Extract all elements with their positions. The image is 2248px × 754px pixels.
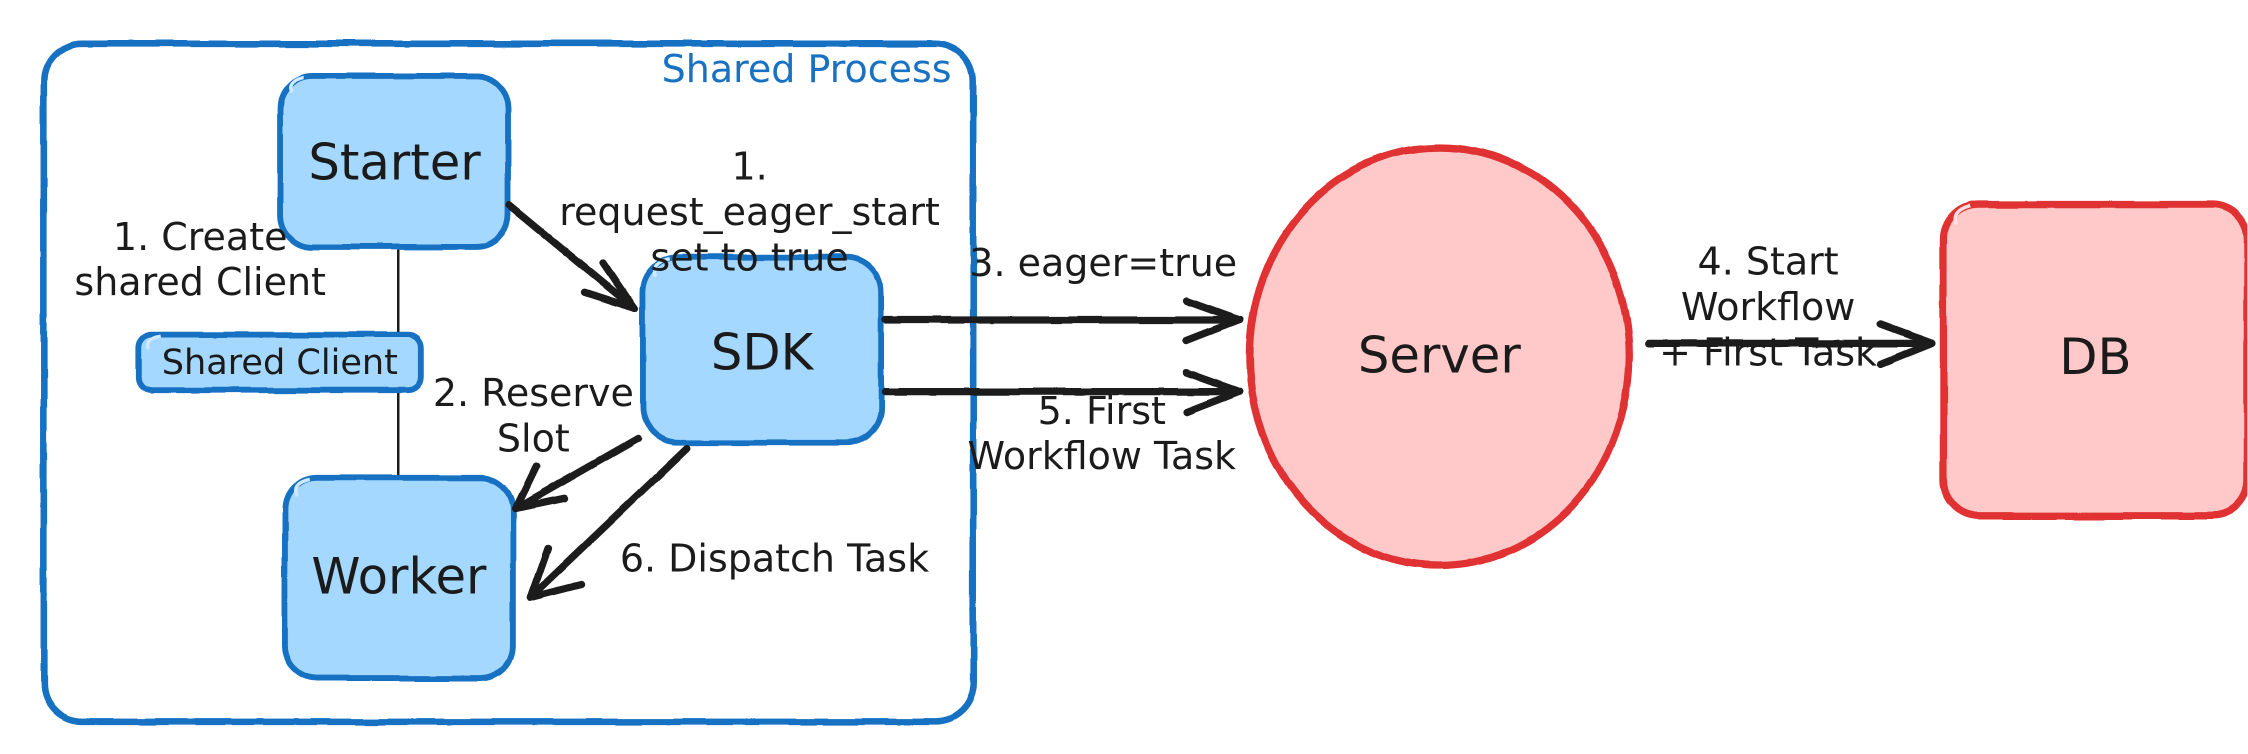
shared-process-group[interactable] bbox=[44, 44, 973, 722]
node-db-shape[interactable] bbox=[1939, 200, 2248, 520]
node-worker-shape[interactable] bbox=[282, 474, 516, 681]
node-db[interactable] bbox=[1943, 205, 2247, 516]
edge-eager-true-arrow bbox=[881, 297, 1243, 345]
shared-client-link-lines bbox=[394, 244, 402, 481]
node-shared-client-shape[interactable] bbox=[135, 331, 424, 394]
node-starter-shape[interactable] bbox=[277, 73, 512, 250]
node-server[interactable] bbox=[1249, 148, 1629, 566]
edge-first-workflow-task-arrow bbox=[881, 368, 1243, 416]
edge-dispatch-task-arrow bbox=[526, 444, 691, 602]
node-sdk-shape[interactable] bbox=[640, 254, 885, 446]
edge-start-workflow-arrow bbox=[1644, 320, 1936, 368]
shared-process-group-shape bbox=[40, 40, 977, 726]
node-server-shape[interactable] bbox=[1245, 143, 1633, 570]
edge-reserve-slot-arrow bbox=[512, 434, 643, 513]
edge-request-eager-start-arrow bbox=[504, 200, 638, 312]
